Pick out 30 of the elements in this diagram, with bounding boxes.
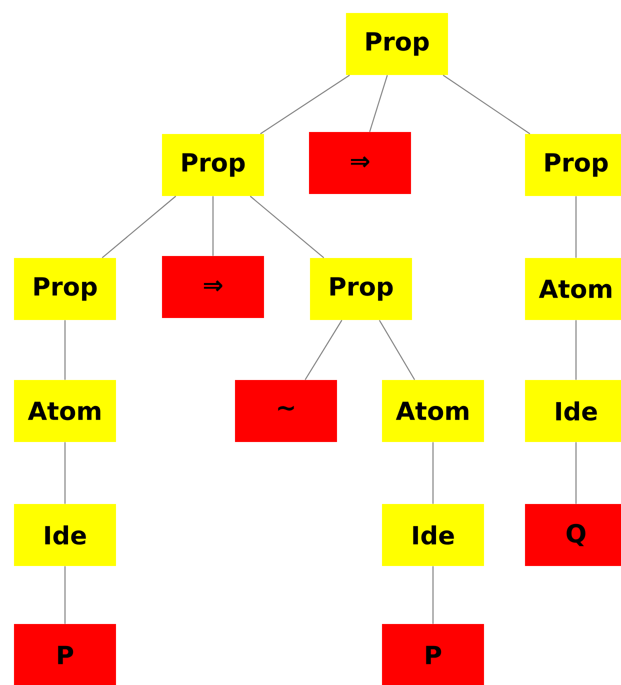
category-box: Ide [382, 504, 484, 566]
tree-edge [442, 74, 530, 134]
tree-edge [64, 566, 66, 624]
category-box: Prop [14, 258, 116, 320]
category-box: Ide [525, 380, 621, 442]
tree-edge [432, 442, 434, 504]
tree-edge [304, 320, 342, 380]
terminal-box: ~ [235, 380, 337, 442]
terminal-box: P [14, 624, 116, 685]
terminal-box: Q [525, 504, 621, 566]
tree-edge [64, 442, 66, 504]
category-box: Prop [310, 258, 412, 320]
tree-edge [102, 196, 176, 258]
category-box: Prop [162, 134, 264, 196]
tree-edge [250, 196, 324, 258]
category-box: Atom [382, 380, 484, 442]
tree-edge [369, 74, 388, 132]
tree-edge [378, 320, 416, 380]
terminal-box: ⇒ [309, 132, 411, 194]
terminal-box: ⇒ [162, 256, 264, 318]
tree-edge [64, 320, 66, 380]
tree-edge [212, 196, 214, 256]
tree-edge [432, 566, 434, 624]
category-box: Atom [525, 258, 621, 320]
tree-edge [260, 74, 350, 134]
category-box: Prop [525, 134, 621, 196]
terminal-box: P [382, 624, 484, 685]
category-box: Atom [14, 380, 116, 442]
category-box: Prop [346, 13, 448, 75]
category-box: Ide [14, 504, 116, 566]
